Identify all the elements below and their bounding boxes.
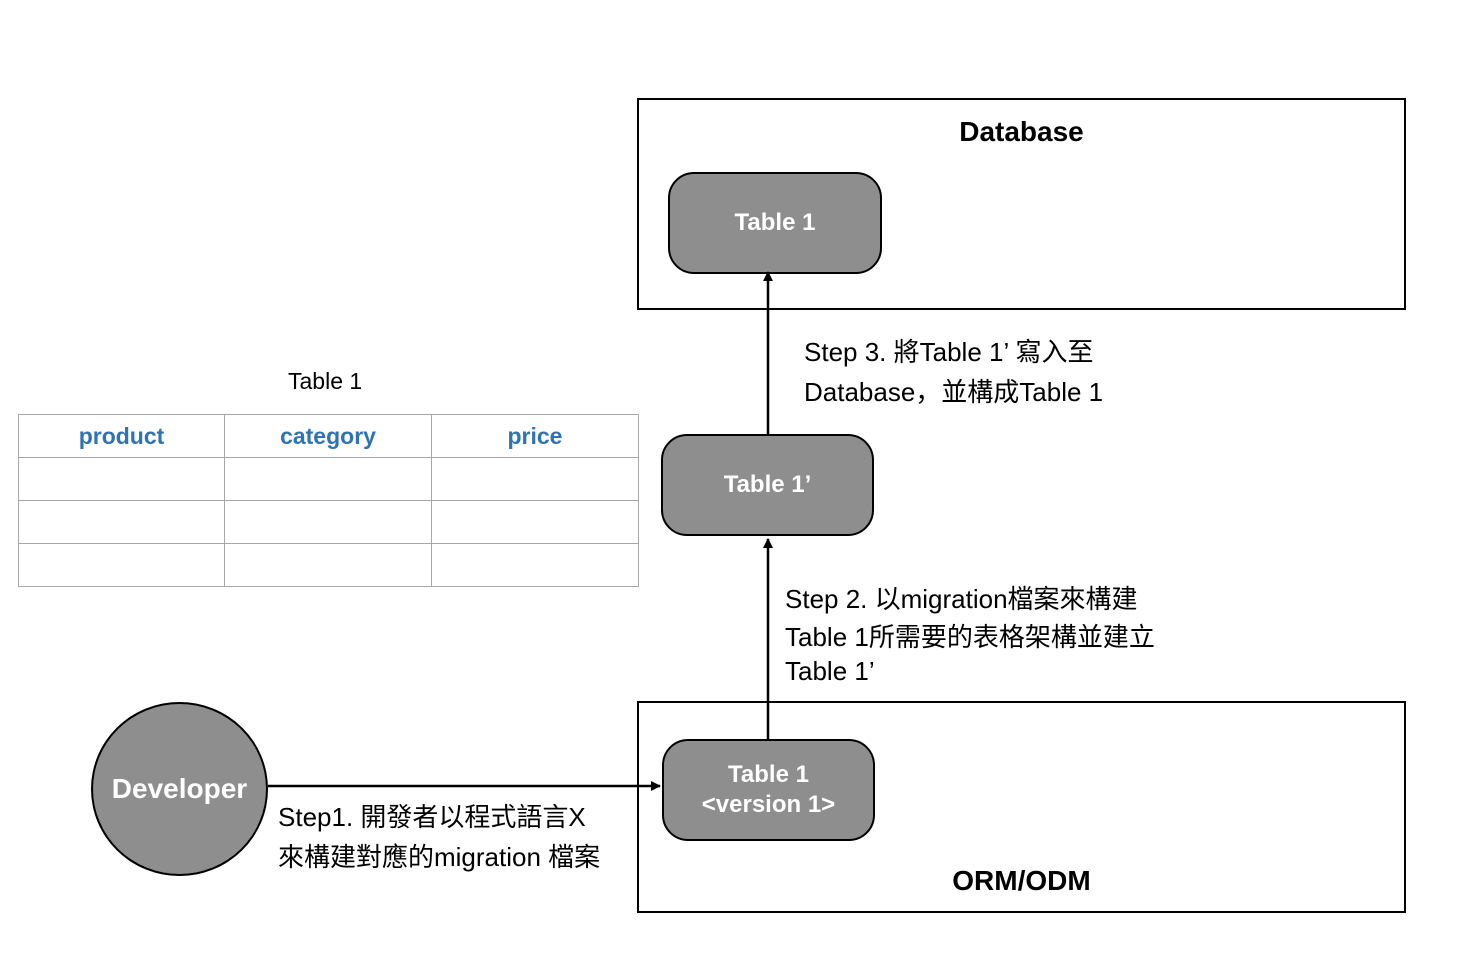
table-cell (224, 457, 432, 501)
column-header-price: price (431, 414, 639, 458)
column-header-category: category (224, 414, 432, 458)
step3-text: Step 3. 將Table 1’ 寫入至 Database，並構成Table … (804, 332, 1103, 412)
table-cell (224, 500, 432, 544)
step2-text: Step 2. 以migration檔案來構建 Table 1所需要的表格架構並… (785, 580, 1155, 690)
table-row (18, 543, 639, 587)
table-row (18, 457, 639, 501)
table-cell (18, 543, 225, 587)
orm-table-node-version: <version 1> (701, 791, 836, 818)
table-cell (224, 543, 432, 587)
step2-line1: Step 2. 以migration檔案來構建 (785, 584, 1138, 614)
developer-label: Developer (111, 773, 248, 804)
database-title: Database (959, 116, 1084, 147)
schema-table: product category price (18, 414, 639, 587)
schema-table-header-row: product category price (18, 414, 639, 458)
step3-line1: Step 3. 將Table 1’ 寫入至 (804, 337, 1094, 367)
step1-line2: 來構建對應的migration 檔案 (278, 842, 601, 872)
database-table-node-label: Table 1 (734, 209, 816, 236)
table-cell (18, 500, 225, 544)
step1-line1: Step1. 開發者以程式語言X (278, 802, 586, 832)
step2-line3: Table 1’ (785, 656, 875, 686)
step1-text: Step1. 開發者以程式語言X 來構建對應的migration 檔案 (278, 797, 600, 877)
orm-table-node: Table 1 <version 1> (662, 739, 875, 841)
orm-title: ORM/ODM (952, 865, 1091, 896)
table-cell (431, 543, 639, 587)
intermediate-table-node: Table 1’ (661, 434, 874, 536)
table-cell (431, 457, 639, 501)
intermediate-table-node-label: Table 1’ (723, 471, 812, 498)
table-cell (431, 500, 639, 544)
step2-line2: Table 1所需要的表格架構並建立 (785, 622, 1155, 652)
table-row (18, 500, 639, 544)
schema-table-caption: Table 1 (288, 368, 363, 394)
developer-node: Developer (91, 702, 268, 876)
step3-line2: Database，並構成Table 1 (804, 377, 1104, 407)
table-cell (18, 457, 225, 501)
database-table-node: Table 1 (668, 172, 882, 274)
orm-table-node-label: Table 1 (728, 761, 809, 788)
column-header-product: product (18, 414, 225, 458)
